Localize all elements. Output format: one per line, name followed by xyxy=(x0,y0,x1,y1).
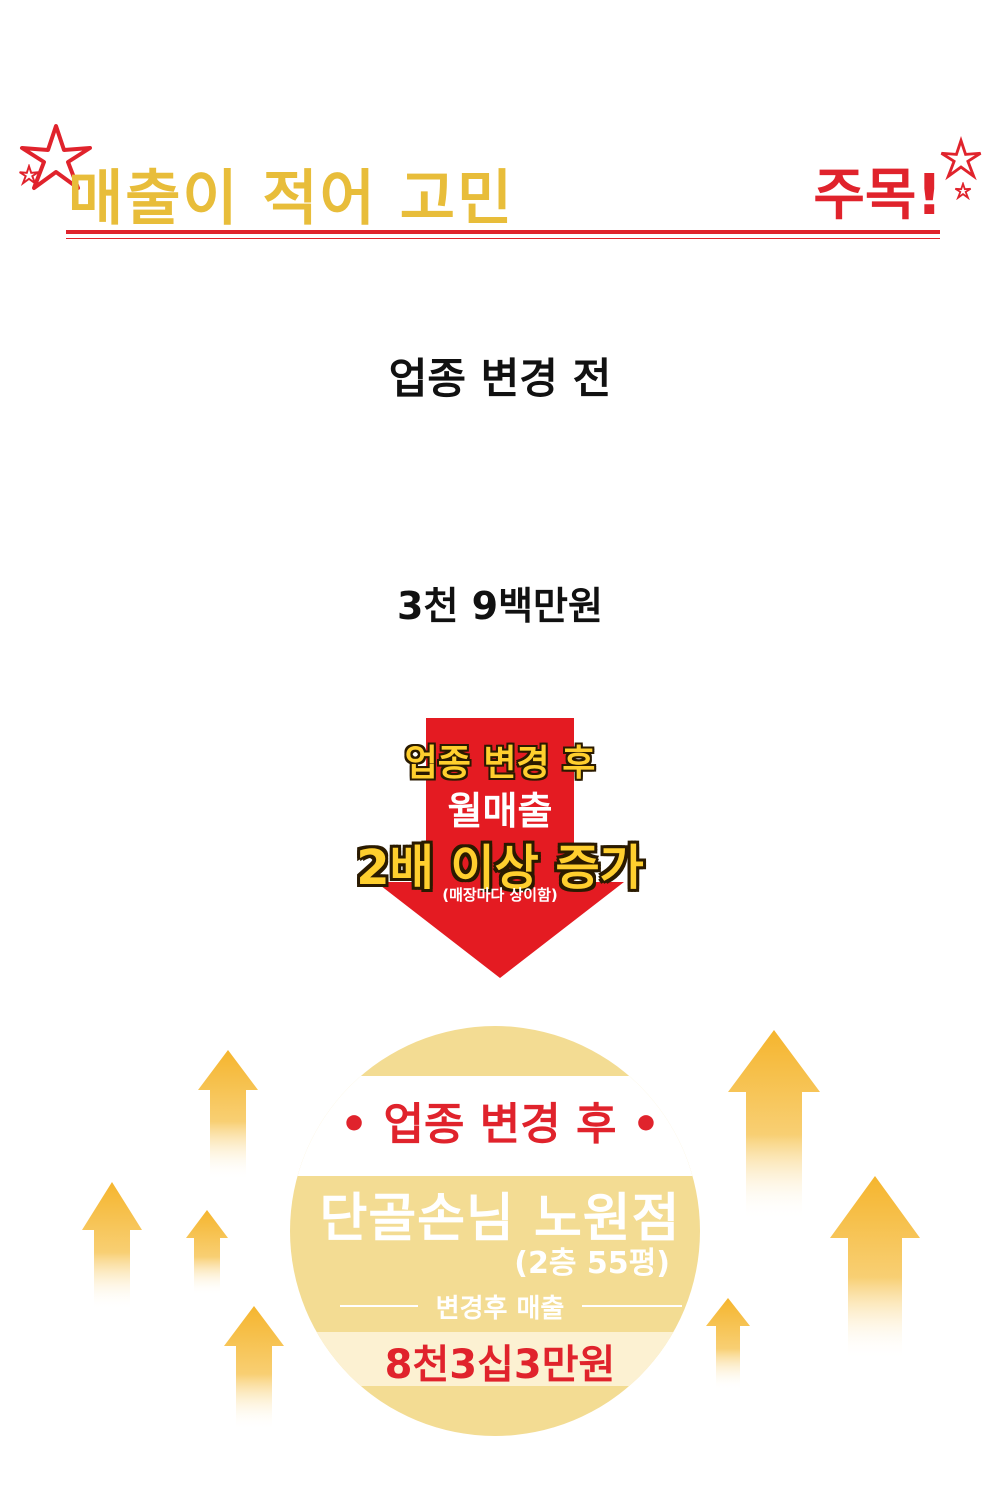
down-arrow-icon xyxy=(376,718,624,978)
star-icon xyxy=(20,124,92,190)
store-name: 단골손님 노원점 xyxy=(319,1189,681,1249)
after-sales-label: 변경후 매출 xyxy=(435,1294,565,1324)
after-change-title: • 업종 변경 후 • xyxy=(340,1099,660,1150)
before-change-label: 업종 변경 전 xyxy=(388,354,612,403)
after-sales-value: 8천3십3만원 xyxy=(384,1342,616,1388)
before-change-sales: 3천 9백만원 xyxy=(397,584,603,628)
result-circle xyxy=(290,1026,700,1436)
up-arrow-icon xyxy=(186,1210,228,1295)
header-divider-thin xyxy=(66,238,940,239)
up-arrow-icon xyxy=(198,1050,258,1180)
star-icon xyxy=(19,164,39,186)
up-arrow-icon xyxy=(224,1306,284,1430)
star-icon xyxy=(940,136,982,181)
header-title: 매출이 적어 고민 xyxy=(68,164,515,234)
up-arrow-icon xyxy=(82,1182,142,1310)
up-arrow-icon xyxy=(830,1176,920,1360)
up-arrow-icon xyxy=(728,1030,820,1220)
sales-divider-left xyxy=(340,1305,418,1307)
star-icon xyxy=(954,182,972,200)
arrow-text-increase: 2배 이상 증가 xyxy=(356,840,644,896)
arrow-text-note: (매장마다 상이함) xyxy=(442,886,558,904)
header-highlight: 주목! xyxy=(813,163,942,228)
arrow-text-monthly: 월매출 xyxy=(447,789,553,833)
store-size: (2층 55평) xyxy=(514,1246,670,1281)
sales-divider-right xyxy=(582,1305,682,1307)
result-circle-sales-band xyxy=(290,1332,700,1386)
result-circle-top-band xyxy=(290,1076,700,1176)
up-arrows-decoration xyxy=(82,1030,920,1430)
arrow-text-change: 업종 변경 후 xyxy=(404,743,596,784)
up-arrow-icon xyxy=(706,1298,750,1390)
header-divider xyxy=(66,230,940,234)
